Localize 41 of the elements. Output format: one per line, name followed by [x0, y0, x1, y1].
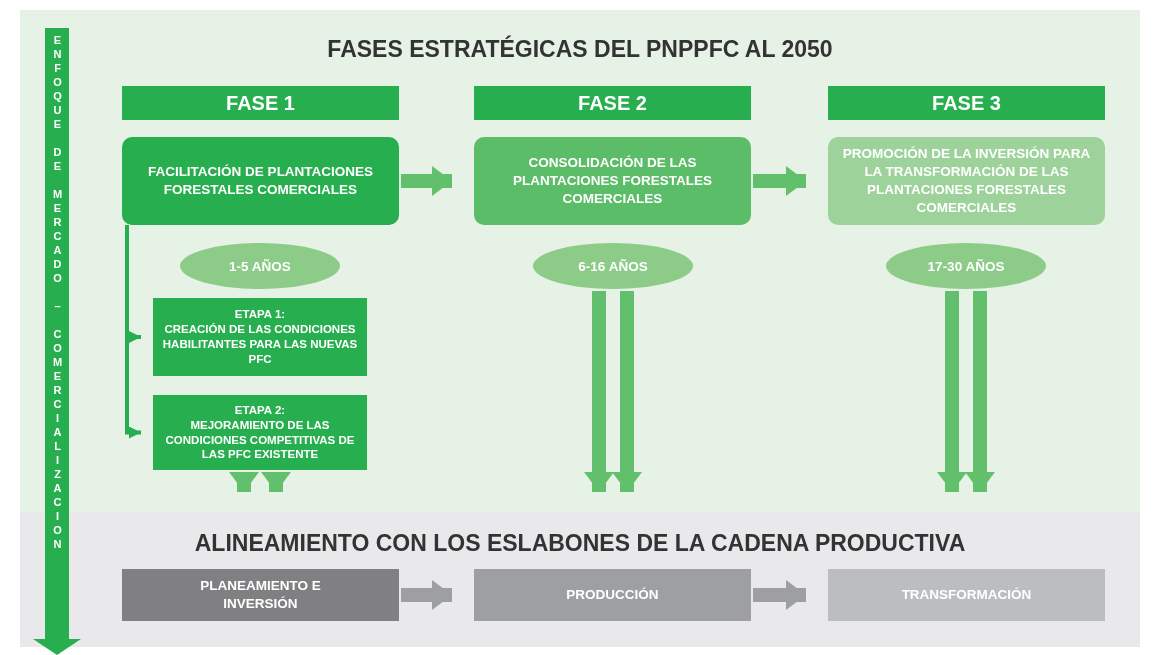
chain-box — [474, 569, 751, 621]
arrow — [612, 291, 642, 492]
box-text: ETAPA 1: — [234, 307, 286, 323]
arrow — [965, 291, 995, 492]
process-box — [828, 137, 1105, 225]
stage-box — [153, 298, 367, 376]
box-text: CREACIÓN DE LAS CONDICIONES HABILITANTES PARA LAS NUEVAS PFC — [161, 322, 359, 367]
box-text: FASE 3 — [932, 91, 1001, 115]
box-text: PRODUCCIÓN — [566, 586, 659, 604]
phase-header — [474, 86, 751, 120]
section-heading: FASES ESTRATÉGICAS DEL PNPPFC AL 2050 — [327, 36, 833, 63]
arrow — [753, 166, 806, 196]
chain-box — [828, 569, 1105, 621]
chain-box — [122, 569, 399, 621]
arrow — [753, 580, 806, 610]
phase-header — [828, 86, 1105, 120]
box-text: ETAPA 2: — [234, 402, 286, 418]
arrow — [229, 472, 259, 492]
arrow — [261, 472, 291, 492]
process-box — [474, 137, 751, 225]
box-text: FASE 2 — [578, 91, 647, 115]
box-text: 1-5 AÑOS — [229, 258, 291, 274]
box-text: FASE 1 — [226, 91, 295, 115]
vertical-arrow — [33, 28, 81, 655]
box-text: 6-16 AÑOS — [578, 258, 648, 274]
vertical-label: ENFOQUE DE MERCADO – COMERCIALIZACION — [51, 34, 63, 552]
box-text: PLANEAMIENTO E INVERSIÓN — [199, 577, 322, 613]
box-text: PROMOCIÓN DE LA INVERSIÓN PARA LA TRANSFORMACIÓN DE LAS PLANTACIONES FORESTALES COMERCIALES — [841, 144, 1092, 218]
box-text: TRANSFORMACIÓN — [901, 586, 1032, 604]
section-heading: ALINEAMIENTO CON LOS ESLABONES DE LA CADENA PRODUCTIVA — [194, 530, 966, 557]
arrow — [937, 291, 967, 492]
process-box — [122, 137, 399, 225]
box-text: FACILITACIÓN DE PLANTACIONES FORESTALES COMERCIALES — [146, 162, 375, 199]
stage-box — [153, 395, 367, 470]
box-text: 17-30 AÑOS — [927, 258, 1005, 274]
phase-header — [122, 86, 399, 120]
arrow — [401, 166, 452, 196]
arrow — [401, 580, 452, 610]
box-text: MEJORAMIENTO DE LAS CONDICIONES COMPETITIVAS DE LAS PFC EXISTENTE — [164, 417, 356, 463]
box-text: CONSOLIDACIÓN DE LAS PLANTACIONES FORESTALES COMERCIALES — [512, 153, 713, 209]
arrow — [584, 291, 614, 492]
